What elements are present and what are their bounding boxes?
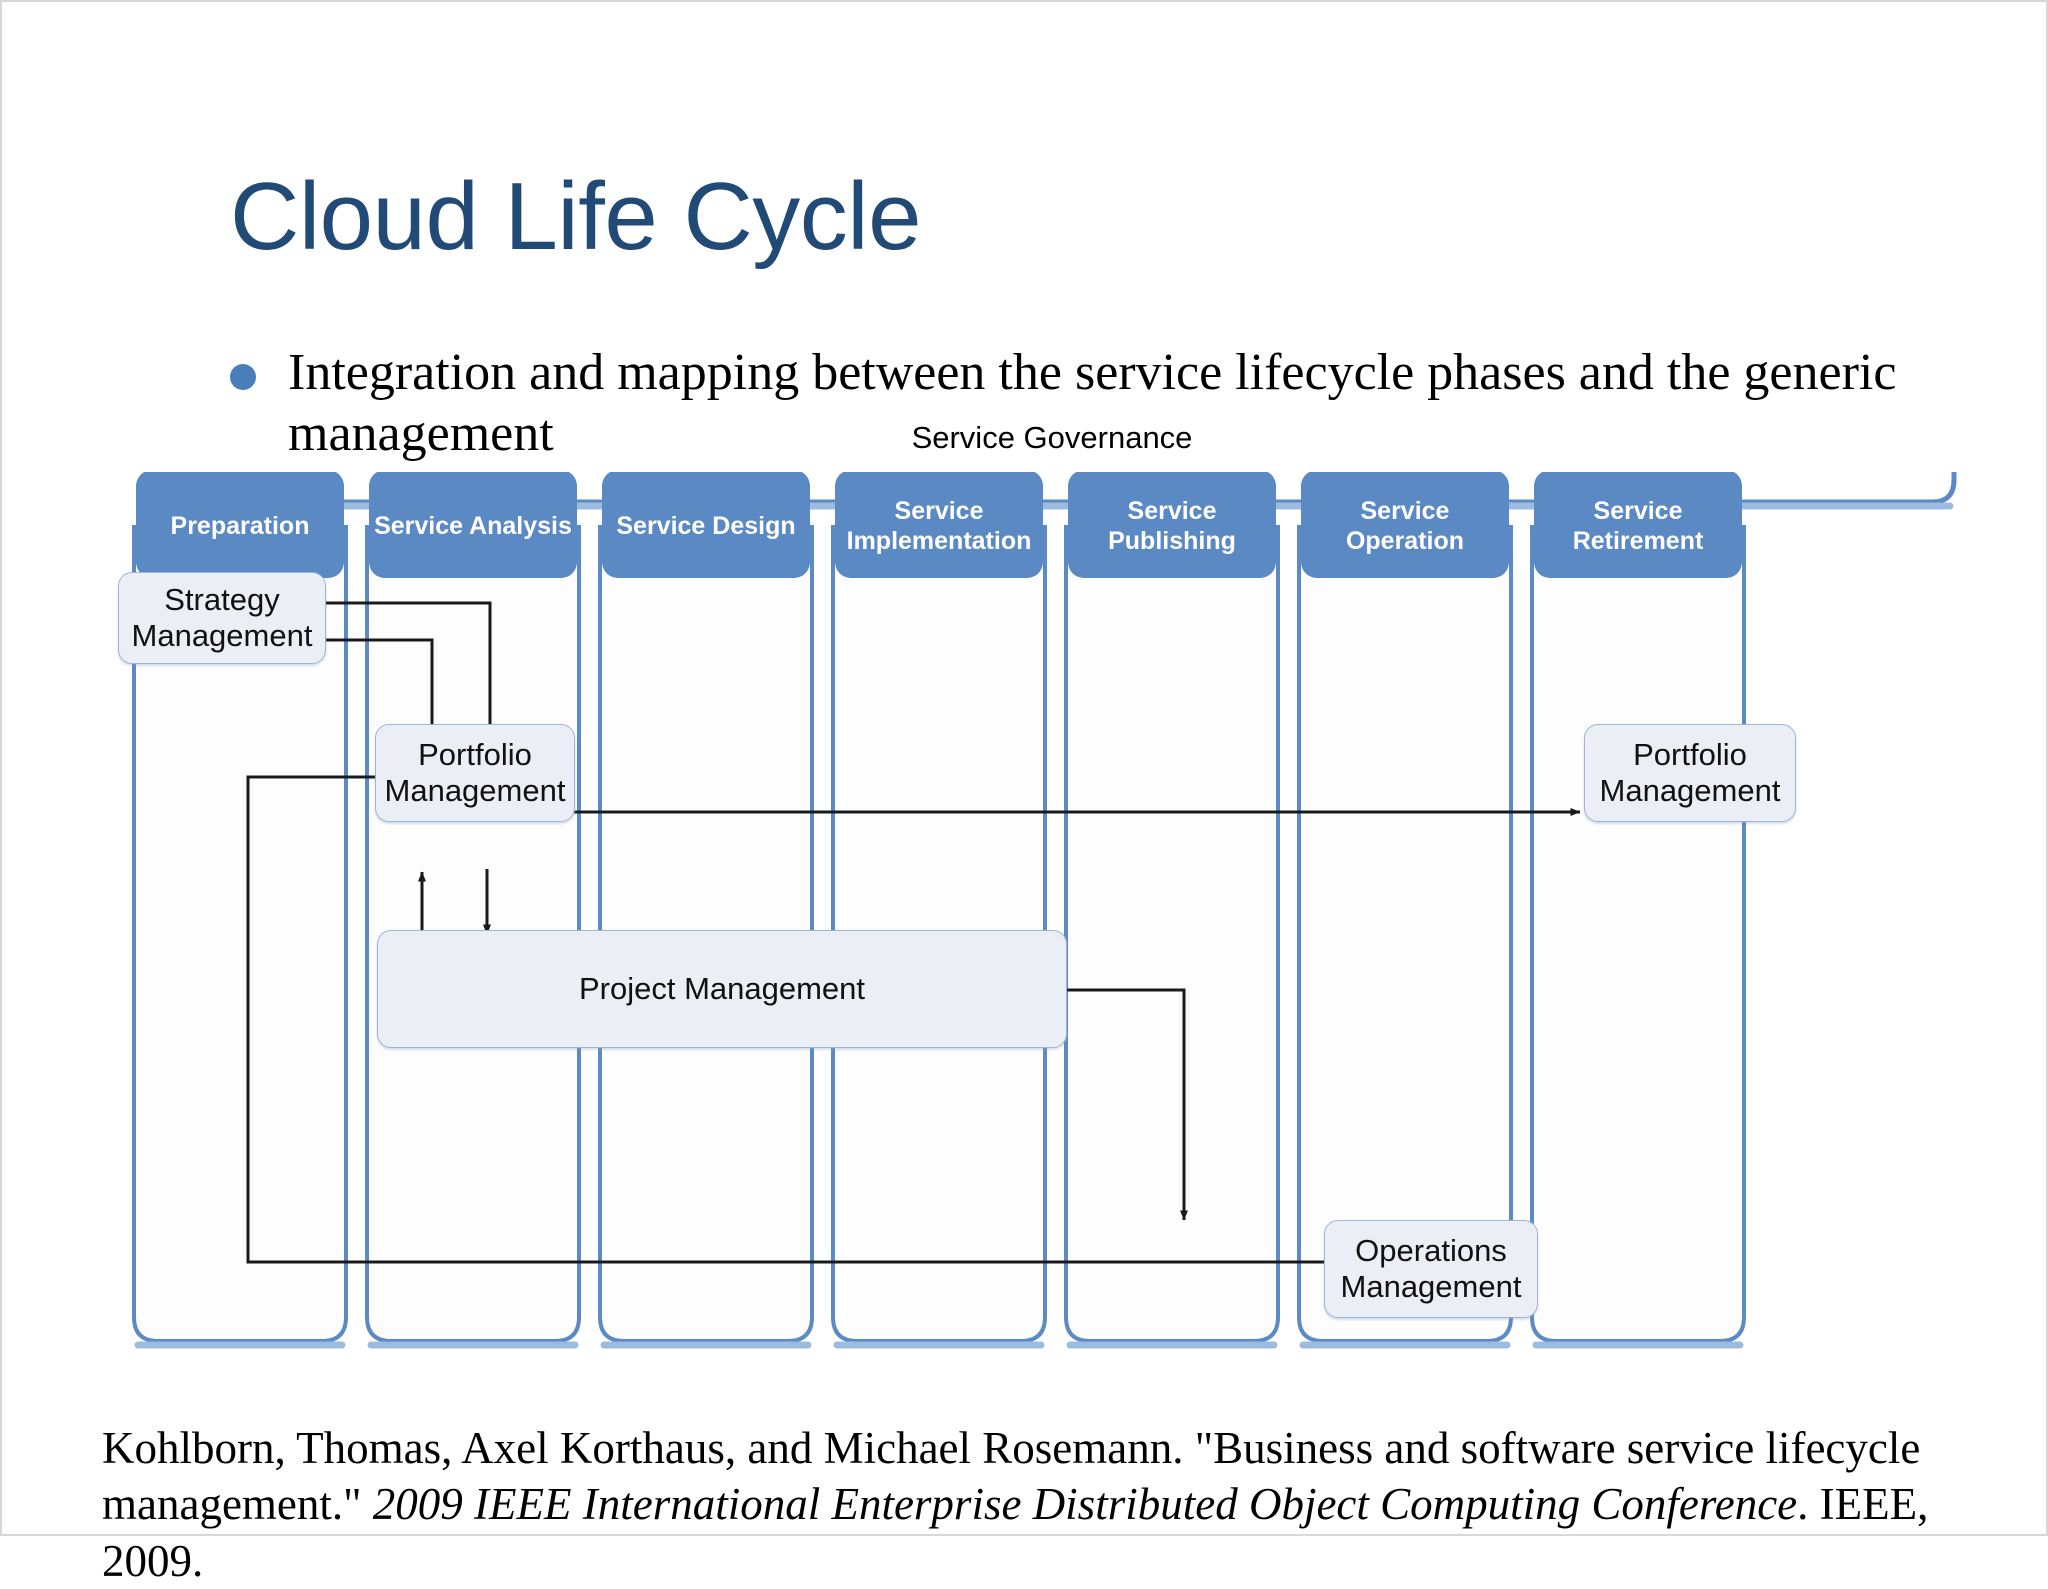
box-strategy-management[interactable]: Strategy Management xyxy=(118,572,326,664)
box-operations-management[interactable]: Operations Management xyxy=(1324,1220,1538,1318)
box-portfolio-management-left[interactable]: Portfolio Management xyxy=(375,724,575,822)
service-governance-label: Service Governance xyxy=(132,420,1972,456)
lane-headers xyxy=(136,472,1742,578)
slide-canvas: Cloud Life Cycle Integration and mapping… xyxy=(0,0,2048,1536)
page-title: Cloud Life Cycle xyxy=(230,162,921,272)
bullet-dot-icon xyxy=(230,364,256,390)
cloud-lifecycle-diagram: Service Governance Preparation Service A… xyxy=(132,472,1972,1402)
box-portfolio-management-right[interactable]: Portfolio Management xyxy=(1584,724,1796,822)
citation-italic: 2009 IEEE International Enterprise Distr… xyxy=(373,1479,1797,1529)
citation: Kohlborn, Thomas, Axel Korthaus, and Mic… xyxy=(102,1420,1982,1589)
box-project-management[interactable]: Project Management xyxy=(377,930,1067,1048)
